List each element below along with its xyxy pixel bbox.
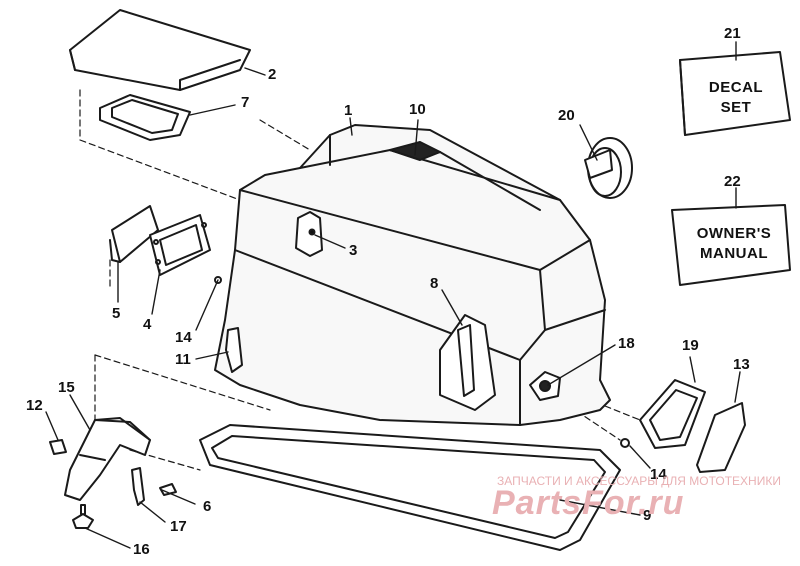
- callout-12: 12: [26, 397, 43, 414]
- callout-21: 21: [724, 25, 741, 42]
- callout-19: 19: [682, 337, 699, 354]
- manual-line-2: MANUAL: [700, 244, 768, 262]
- part-4-inspection-cover: [149, 214, 211, 276]
- callout-3: 3: [349, 242, 358, 259]
- callout-10: 10: [409, 101, 426, 118]
- decal-line-2: SET: [720, 98, 752, 116]
- part-5-cover-plate: [109, 205, 159, 263]
- callout-7: 7: [241, 94, 250, 111]
- part-9-base-seal: [199, 424, 621, 551]
- part-20-cable: [584, 137, 633, 199]
- part-19-gasket: [639, 379, 706, 449]
- callout-1: 1: [344, 102, 353, 119]
- callout-16: 16: [133, 541, 150, 558]
- callout-18: 18: [618, 335, 635, 352]
- part-12-pad: [49, 439, 67, 455]
- watermark-tagline: ЗАПЧАСТИ И АКСЕССУАРЫ ДЛЯ МОТОТЕХНИКИ: [497, 474, 781, 488]
- part-3-latch-plate: [295, 211, 323, 257]
- callout-14a: 14: [175, 329, 192, 346]
- callout-20: 20: [558, 107, 575, 124]
- watermark-logo: PartsFor.ru: [492, 484, 685, 522]
- part-15-bracket: [64, 417, 151, 501]
- decal-line-1: DECAL: [708, 79, 764, 96]
- part-8-latch-lever: [439, 314, 496, 411]
- part-14-screw-a: [214, 276, 222, 284]
- callout-22: 22: [724, 173, 741, 190]
- part-18-grommet: [529, 371, 561, 401]
- part-16-knob: [72, 504, 94, 529]
- callout-6: 6: [203, 498, 212, 515]
- callout-13: 13: [733, 356, 750, 373]
- callout-17: 17: [170, 518, 187, 535]
- manual-line-1: OWNER'S: [696, 225, 772, 242]
- part-13-pad: [696, 402, 746, 473]
- part-21-decal-box: [679, 51, 791, 136]
- part-6-screw: [159, 483, 177, 496]
- callout-4: 4: [143, 316, 152, 333]
- callout-8: 8: [430, 275, 439, 292]
- callout-5: 5: [112, 305, 121, 322]
- callout-15: 15: [58, 379, 75, 396]
- part-7-seal: [99, 94, 191, 141]
- part-2-upper-cover: [69, 9, 251, 91]
- part-14-screw-b: [620, 438, 630, 448]
- part-22-manual-box: [671, 204, 791, 286]
- decal-set-label: DECAL SET: [688, 78, 784, 117]
- part-11-clip: [225, 327, 243, 373]
- callout-11: 11: [175, 351, 191, 368]
- part-17-clip: [131, 467, 145, 506]
- callout-2: 2: [268, 66, 277, 83]
- callout-14b: 14: [650, 466, 667, 483]
- callout-9: 9: [643, 507, 652, 524]
- owners-manual-label: OWNER'S MANUAL: [680, 224, 788, 263]
- leader-lines: [45, 41, 741, 549]
- part-1-engine-cover: [214, 124, 611, 426]
